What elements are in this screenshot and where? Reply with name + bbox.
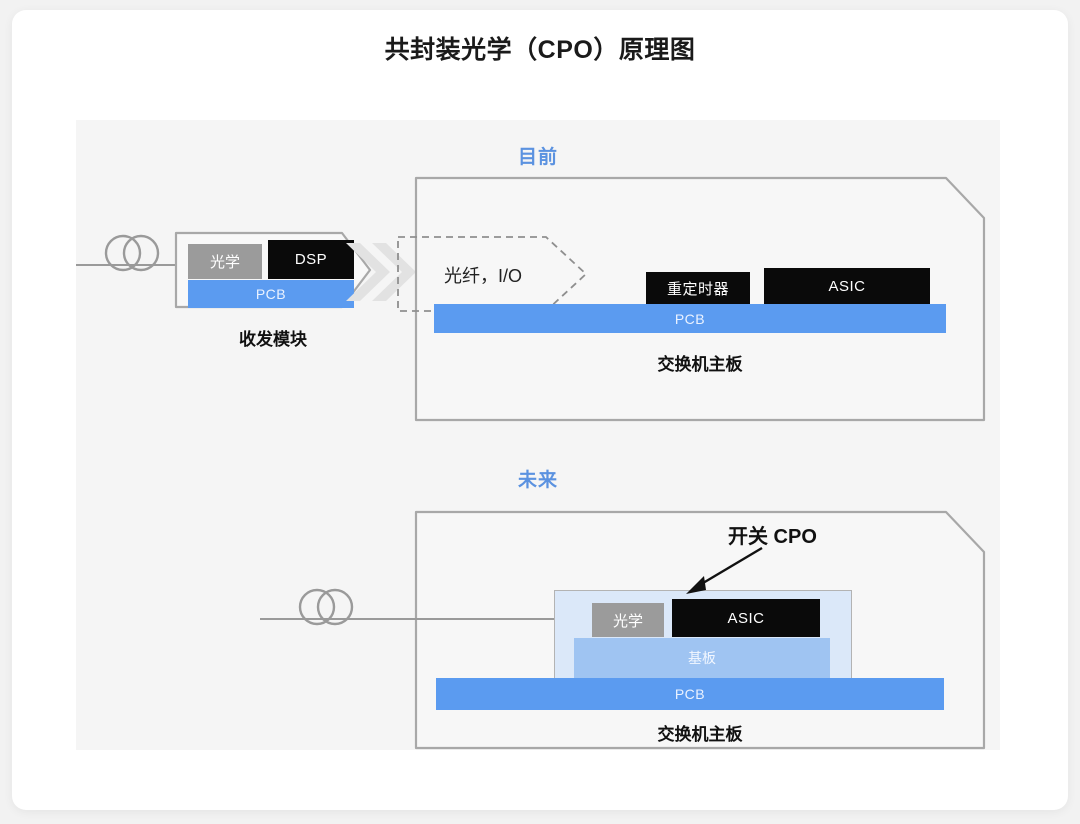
cpo-optics-block: 光学 <box>592 603 664 637</box>
switch-board-label-current: 交换机主板 <box>657 355 743 374</box>
fiber-line-current-left <box>76 264 186 266</box>
page-title: 共封装光学（CPO）原理图 <box>384 36 696 64</box>
switch-pcb-bar-future: PCB <box>436 678 944 710</box>
section-heading-future: 未来 <box>517 470 558 491</box>
cpo-substrate-label: 基板 <box>688 650 716 666</box>
transceiver-dsp-block: DSP <box>268 240 354 279</box>
cpo-substrate-bar: 基板 <box>574 638 830 678</box>
double-chevron-icon <box>346 243 416 301</box>
section-heading-current: 目前 <box>517 147 558 168</box>
switch-asic-label-current: ASIC <box>828 277 866 295</box>
transceiver-optics-label: 光学 <box>209 254 240 271</box>
fiber-io-dashed-region <box>397 236 588 312</box>
fiber-io-label: 光纤，I/O <box>444 266 523 286</box>
retimer-block: 重定时器 <box>646 272 750 304</box>
fiber-coil-icon-current <box>104 234 160 272</box>
transceiver-dsp-label: DSP <box>294 251 328 268</box>
diagram-panel: 目前 光学 DSP PCB 收发模块 <box>76 120 1000 750</box>
callout-arrow-icon <box>686 546 763 594</box>
switch-pcb-bar-current: PCB <box>434 304 946 333</box>
transceiver-optics-block: 光学 <box>188 244 262 279</box>
cpo-asic-block: ASIC <box>672 599 820 637</box>
cpo-optics-label: 光学 <box>612 612 643 630</box>
transceiver-module-label: 收发模块 <box>239 330 307 349</box>
retimer-label: 重定时器 <box>666 280 729 298</box>
switch-pcb-label-current: PCB <box>674 310 706 327</box>
fiber-line-future <box>260 618 562 620</box>
cpo-callout-label: 开关 CPO <box>728 526 817 548</box>
transceiver-pcb-label: PCB <box>255 286 287 302</box>
switch-board-label-future: 交换机主板 <box>657 725 743 744</box>
cpo-asic-label: ASIC <box>727 609 765 627</box>
switch-asic-block-current: ASIC <box>764 268 930 304</box>
switch-pcb-label-future: PCB <box>674 686 706 702</box>
transceiver-pcb-bar: PCB <box>188 280 354 308</box>
fiber-coil-icon-future <box>298 588 354 626</box>
